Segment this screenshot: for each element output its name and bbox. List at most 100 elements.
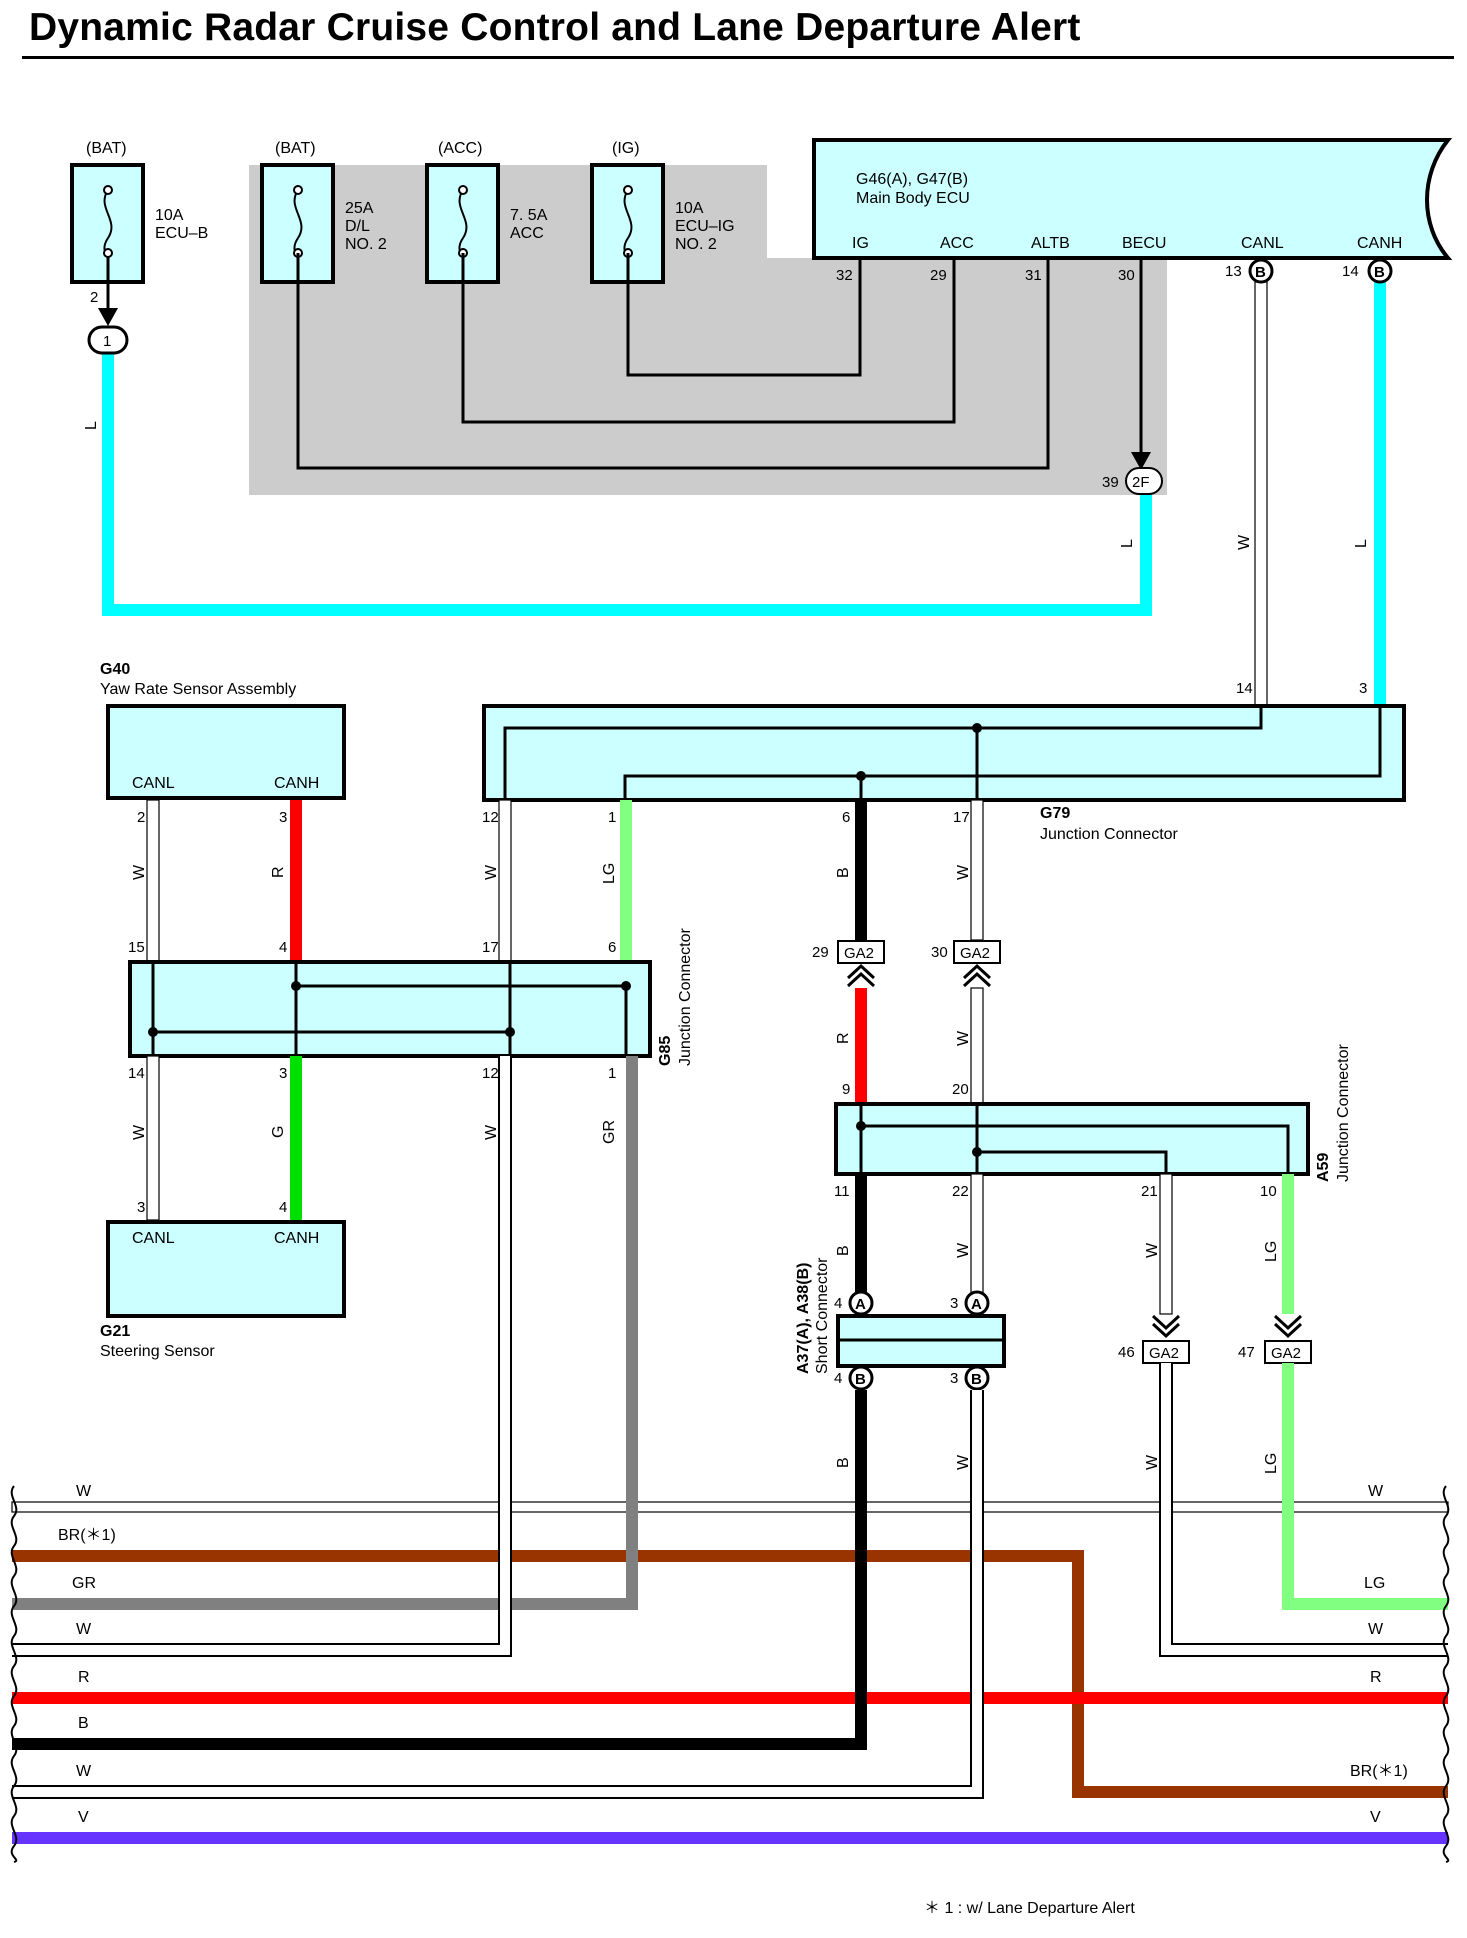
fuse-ecu-b: (BAT) 10A ECU–B xyxy=(70,140,208,284)
main-body-ecu: G46(A), G47(B) Main Body ECU IG ACC ALTB… xyxy=(812,138,1453,284)
wire-a59-21-w xyxy=(1159,1173,1173,1315)
a37-name: Short Connector xyxy=(814,1257,831,1374)
g85-pin: 14 xyxy=(128,1065,145,1082)
ecu-pin: 30 xyxy=(1118,267,1135,284)
wire-label: LG xyxy=(601,863,618,884)
ecu-canh-terminal xyxy=(1367,258,1393,284)
bus-label-left: R xyxy=(78,1669,90,1686)
ecu-pin: 14 xyxy=(1342,263,1359,280)
ecu-terminal-canh: CANH xyxy=(1357,235,1402,252)
a59-pin: 20 xyxy=(952,1081,969,1098)
arrow-down-icon xyxy=(1131,452,1151,470)
wire-color-labels: L L W L W R W LG B W W G W GR R W B W W … xyxy=(83,421,1370,1474)
g85-pin: 12 xyxy=(482,1065,499,1082)
wire-label: W xyxy=(131,864,148,880)
wire-label: L xyxy=(1353,539,1370,548)
a37-terminal xyxy=(964,1290,990,1316)
a38-terminal xyxy=(848,1365,874,1391)
wire-label: R xyxy=(835,1032,852,1044)
wire-canl-w xyxy=(1254,281,1268,707)
g21-pin: 3 xyxy=(137,1199,145,1216)
ecu-terminal-ig: IG xyxy=(852,235,869,252)
g85-pin: 1 xyxy=(608,1065,616,1082)
g85-pin: 3 xyxy=(279,1065,287,1082)
wire-label: LG xyxy=(1263,1453,1280,1474)
ga2-pin: 47 xyxy=(1238,1344,1255,1361)
ecu-terminal-acc: ACC xyxy=(940,235,974,252)
double-chevron-down-icon xyxy=(1151,1314,1181,1339)
g79-pin: 17 xyxy=(953,809,970,826)
bus-label-left: W xyxy=(76,1483,92,1500)
g21-name: Steering Sensor xyxy=(100,1343,215,1360)
a59-name: Junction Connector xyxy=(1335,1043,1352,1182)
ecu-canl-terminal xyxy=(1248,258,1274,284)
wire-label: B xyxy=(835,867,852,878)
double-chevron-up-icon xyxy=(962,963,992,988)
wire-label: W xyxy=(1236,534,1253,550)
wire-g40-canl-w xyxy=(146,799,160,963)
connector-2f xyxy=(1125,467,1163,495)
ga2-label: GA2 xyxy=(1149,1345,1179,1362)
wire-g85-14-w xyxy=(146,1055,160,1221)
bus-label-left: W xyxy=(76,1621,92,1638)
wire-label: W xyxy=(1144,1454,1161,1470)
a59-pin: 9 xyxy=(842,1081,850,1098)
ecu-code: G46(A), G47(B) xyxy=(856,171,968,188)
title-underline xyxy=(22,56,1454,59)
double-chevron-up-icon xyxy=(846,963,876,988)
a59-pin: 10 xyxy=(1260,1183,1277,1200)
a59-code: A59 xyxy=(1315,1153,1332,1182)
g40-name: Yaw Rate Sensor Assembly xyxy=(100,681,296,698)
wire-label: B xyxy=(835,1457,852,1468)
ecu-pin: 32 xyxy=(836,267,853,284)
internal-wiring xyxy=(296,253,1143,470)
fuse-source-label: (IG) xyxy=(612,140,640,157)
wire-label: LG xyxy=(1263,1241,1280,1262)
g40-terminal-canl: CANL xyxy=(132,775,175,792)
g40-terminal-canh: CANH xyxy=(274,775,319,792)
g21-pin: 4 xyxy=(279,1199,287,1216)
g85-name: Junction Connector xyxy=(677,927,694,1066)
wire-g79-17-w xyxy=(970,799,984,941)
wire-label: G xyxy=(270,1126,287,1138)
ecu-pin: 13 xyxy=(1225,263,1242,280)
connector-ga2-46: 46 GA2 xyxy=(1118,1314,1190,1364)
g21-terminal-canh: CANH xyxy=(274,1230,319,1247)
ecu-pin: 31 xyxy=(1025,267,1042,284)
g85-code: G85 xyxy=(657,1036,674,1066)
page-title: Dynamic Radar Cruise Control and Lane De… xyxy=(29,6,1081,49)
a59-pin: 21 xyxy=(1141,1183,1158,1200)
fuse-source-label: (ACC) xyxy=(438,140,482,157)
g79-code: G79 xyxy=(1040,805,1070,822)
fuse-acc: (ACC) 7. 5A ACC xyxy=(425,140,548,284)
ga2-label: GA2 xyxy=(960,945,990,962)
g21-terminal-canl: CANL xyxy=(132,1230,175,1247)
fuse-rating: 25A xyxy=(345,200,374,217)
bus-lines xyxy=(11,1056,1449,1844)
bus-label-right: LG xyxy=(1364,1575,1385,1592)
wire-g79-12-w xyxy=(498,799,512,963)
a38-terminal xyxy=(964,1365,990,1391)
fuse-name: ECU–IG xyxy=(675,218,735,235)
bus-label-right: V xyxy=(1370,1809,1381,1826)
bus-label-right: W xyxy=(1368,1621,1384,1638)
bus-label-right: W xyxy=(1368,1483,1384,1500)
g79-pin: 6 xyxy=(842,809,850,826)
a38-pin: 3 xyxy=(950,1370,958,1387)
connector-2f-label: 2F xyxy=(1132,474,1150,491)
ecu-terminal-becu: BECU xyxy=(1122,235,1166,252)
wire-l-ecu-b xyxy=(102,340,1152,616)
steering-sensor-g21: 3 4 CANL CANH G21 Steering Sensor xyxy=(100,1199,346,1360)
junction-connector-g85: 15 4 17 6 14 3 12 1 G85 Junction Connect… xyxy=(128,927,694,1082)
fuse-source-label: (BAT) xyxy=(275,140,316,157)
fuse-source-label: (BAT) xyxy=(86,140,127,157)
a38-letter: B xyxy=(971,1371,982,1388)
a59-pin: 22 xyxy=(952,1183,969,1200)
ga2-pin: 46 xyxy=(1118,1344,1135,1361)
fuse-rating: 10A xyxy=(155,207,184,224)
footnote: ＊ 1 : w/ Lane Departure Alert xyxy=(924,1900,1135,1917)
wire-label: W xyxy=(955,864,972,880)
wire-label: W xyxy=(483,864,500,880)
bus-label-left: V xyxy=(78,1809,89,1826)
